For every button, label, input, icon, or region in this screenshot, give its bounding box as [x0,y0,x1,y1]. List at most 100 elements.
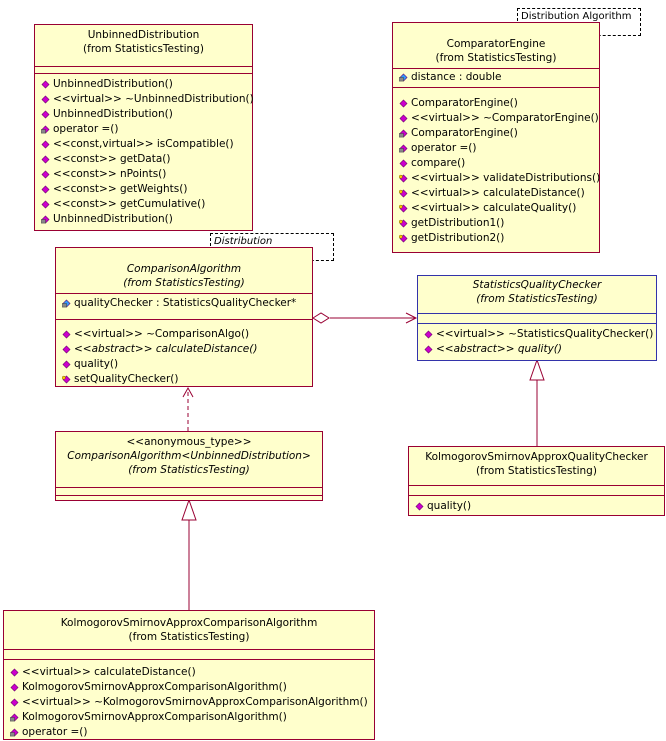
protected-member-icon [399,219,408,228]
class-package: (from StatisticsTesting) [435,52,557,64]
method-row[interactable]: setQualityChecker() [62,372,312,387]
method-row-label: operator =() [53,123,119,135]
class-comparison-algorithm[interactable]: ComparisonAlgorithm (from StatisticsTest… [55,247,313,387]
class-package: (from StatisticsTesting) [476,465,597,477]
public-member-icon [424,330,433,339]
private-member-icon [41,125,50,134]
public-member-icon [415,502,424,511]
method-row[interactable]: UnbinnedDistribution() [41,107,252,122]
method-row-label: KolmogorovSmirnovApproxComparisonAlgorit… [22,711,287,723]
method-row[interactable]: <<virtual>> validateDistributions() [399,171,600,186]
method-row[interactable]: <<const>> nPoints() [41,167,252,182]
class-name: ComparisonAlgorithm [126,263,242,275]
private-member-icon [10,713,19,722]
private-member-icon [399,129,408,138]
method-row-label: <<const>> getCumulative() [53,198,206,210]
method-row[interactable]: KolmogorovSmirnovApproxComparisonAlgorit… [10,710,374,725]
method-row[interactable]: <<virtual>> ~UnbinnedDistribution() [41,92,254,107]
methods-section: <<virtual>> calculateDistance()Kolmogoro… [4,659,374,741]
private-attribute-icon [399,73,408,82]
public-member-icon [41,185,50,194]
method-row[interactable]: <<const,virtual>> isCompatible() [41,137,252,152]
method-row[interactable]: <<const>> getWeights() [41,182,252,197]
method-row[interactable]: getDistribution2() [399,231,599,246]
method-row-label: UnbinnedDistribution() [53,108,173,120]
method-row[interactable]: compare() [399,156,599,171]
method-row-label: <<const>> nPoints() [53,168,167,180]
class-ks-comparison-algorithm[interactable]: KolmogorovSmirnovApproxComparisonAlgorit… [3,610,375,740]
method-row[interactable]: <<abstract>> quality() [424,342,656,357]
private-attribute-icon [62,299,71,308]
protected-member-icon [399,174,408,183]
method-row[interactable]: operator =() [41,122,252,137]
public-member-icon [41,170,50,179]
method-row[interactable]: <<virtual>> calculateQuality() [399,201,599,216]
method-row[interactable]: quality() [62,357,312,372]
method-row-label: <<abstract>> calculateDistance() [74,343,258,355]
method-row[interactable]: UnbinnedDistribution() [41,77,252,92]
method-row-label: operator =() [22,726,88,738]
method-row[interactable]: <<virtual>> ~StatisticsQualityChecker() [424,327,656,342]
method-row-label: UnbinnedDistribution() [53,78,173,90]
method-row-label: <<virtual>> ~ComparatorEngine() [411,112,599,124]
method-row-label: UnbinnedDistribution() [53,213,173,225]
methods-section: UnbinnedDistribution() <<virtual>> ~Unbin… [35,73,254,230]
method-row[interactable]: <<virtual>> ~ComparatorEngine() [399,111,599,126]
class-comparator-engine[interactable]: ComparatorEngine (from StatisticsTesting… [392,22,600,253]
protected-member-icon [399,189,408,198]
method-row[interactable]: KolmogorovSmirnovApproxComparisonAlgorit… [10,680,374,695]
public-member-icon [62,345,71,354]
method-row[interactable]: quality() [415,499,664,514]
method-row-label: setQualityChecker() [74,373,179,385]
methods-section: quality() [409,495,664,517]
attributes-section: distance : double [393,68,599,87]
protected-member-icon [399,204,408,213]
method-row[interactable]: ComparatorEngine() [399,96,599,111]
method-row-label: <<virtual>> calculateQuality() [411,202,577,214]
public-member-icon [41,155,50,164]
method-row[interactable]: <<virtual>> calculateDistance() [10,665,374,680]
public-member-icon [41,140,50,149]
generalization-triangle-icon [529,358,545,381]
class-ks-quality-checker[interactable]: KolmogorovSmirnovApproxQualityChecker (f… [408,446,665,516]
method-row-label: ComparatorEngine() [411,97,518,109]
public-member-icon [10,698,19,707]
method-row[interactable]: <<virtual>> calculateDistance() [399,186,599,201]
class-name: ComparisonAlgorithm<UnbinnedDistribution… [67,450,311,462]
class-package: (from StatisticsTesting) [83,43,204,55]
method-row-label: <<const>> getData() [53,153,171,165]
class-package: (from StatisticsTesting) [476,293,598,305]
method-row[interactable]: UnbinnedDistribution() [41,212,252,227]
stereotype-label: <<anonymous_type>> [126,436,252,448]
class-unbinned-distribution[interactable]: UnbinnedDistribution (from StatisticsTes… [34,24,254,231]
attribute-row[interactable]: qualityChecker : StatisticsQualityChecke… [62,296,312,311]
method-row-label: <<virtual>> ~ComparisonAlgo() [74,328,250,340]
method-row[interactable]: <<abstract>> calculateDistance() [62,342,312,357]
class-anonymous-type[interactable]: <<anonymous_type>> ComparisonAlgorithm<U… [55,431,323,501]
protected-member-icon [62,375,71,384]
method-row-label: <<abstract>> quality() [436,343,562,355]
class-name: StatisticsQualityChecker [472,279,602,291]
method-row[interactable]: getDistribution1() [399,216,599,231]
method-row-label: <<virtual>> ~KolmogorovSmirnovApproxComp… [22,696,368,708]
class-statistics-quality-checker[interactable]: StatisticsQualityChecker (from Statistic… [417,275,657,361]
method-row[interactable]: <<const>> getCumulative() [41,197,252,212]
method-row[interactable]: operator =() [10,725,374,740]
class-name: UnbinnedDistribution [87,29,200,41]
attribute-row[interactable]: distance : double [399,70,599,85]
method-row-label: KolmogorovSmirnovApproxComparisonAlgorit… [22,681,287,693]
method-row-label: <<virtual>> ~UnbinnedDistribution() [53,93,254,105]
public-member-icon [10,668,19,677]
method-row[interactable]: operator =() [399,141,599,156]
method-row[interactable]: <<virtual>> ~KolmogorovSmirnovApproxComp… [10,695,374,710]
method-row-label: operator =() [411,142,477,154]
class-name: KolmogorovSmirnovApproxQualityChecker [425,451,648,463]
public-member-icon [41,80,50,89]
method-row[interactable]: <<const>> getData() [41,152,252,167]
public-member-icon [41,200,50,209]
protected-member-icon [399,234,408,243]
private-member-icon [10,728,19,737]
method-row[interactable]: ComparatorEngine() [399,126,599,141]
method-row[interactable]: <<virtual>> ~ComparisonAlgo() [62,327,312,342]
